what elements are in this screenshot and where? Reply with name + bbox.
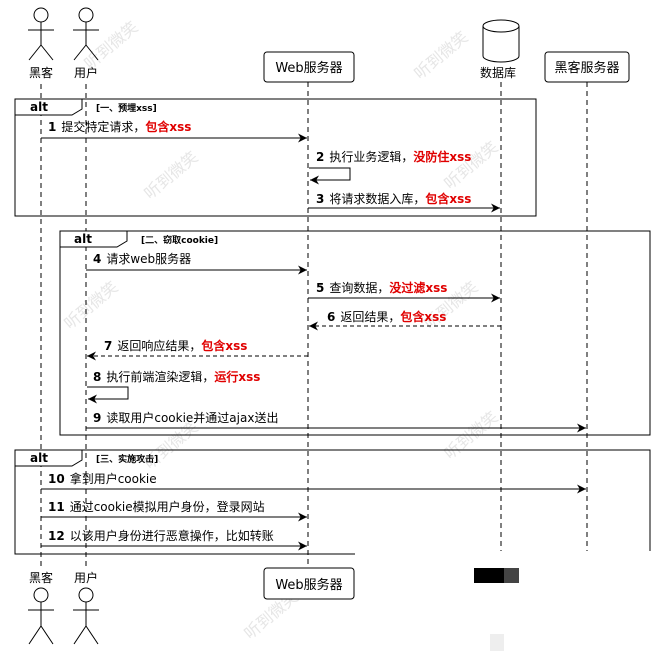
watermark: 听到微笑	[80, 17, 141, 73]
alt-frame-2: alt [二、窃取cookie]	[59, 230, 651, 436]
watermark: 听到微笑	[440, 137, 501, 193]
participant-db-label: 数据库	[480, 65, 516, 80]
frame-tag: alt	[30, 451, 48, 465]
participant-web-top: Web服务器	[263, 51, 355, 83]
actor-hacker-label: 黑客	[29, 65, 53, 80]
actor-hacker-bottom	[28, 587, 54, 645]
database-icon: 数据库	[480, 19, 520, 80]
watermark: 听到微笑	[140, 147, 201, 203]
participant-web-label-bottom: Web服务器	[275, 577, 342, 593]
participant-web-bottom: Web服务器	[263, 567, 355, 600]
frame-guard: [一、预埋xss]	[96, 102, 157, 114]
frame-guard: [三、实施攻击]	[96, 453, 158, 465]
redaction-block	[504, 568, 519, 583]
actor-hacker-top: 黑客	[28, 7, 54, 80]
actor-user-bottom	[73, 587, 99, 645]
watermark: 听到微笑	[60, 277, 121, 333]
participant-hacker-server-label: 黑客服务器	[554, 60, 619, 76]
frame-tag: alt	[30, 100, 48, 114]
frame-guard: [二、窃取cookie]	[141, 234, 218, 246]
actor-hacker-label-bottom: 黑客	[29, 570, 53, 585]
participant-hacker-server-top: 黑客服务器	[544, 51, 630, 83]
actor-user-label: 用户	[74, 65, 98, 80]
actor-user-top: 用户	[73, 7, 99, 80]
alt-frame-3: alt [三、实施攻击]	[14, 449, 651, 555]
frame-tag: alt	[74, 232, 92, 246]
watermark: 听到微笑	[410, 27, 471, 83]
redaction-block	[474, 568, 504, 583]
participant-web-label: Web服务器	[275, 60, 342, 76]
lifelines	[40, 82, 588, 568]
alt-frame-1: alt [一、预埋xss]	[14, 98, 537, 217]
cropped-area	[355, 551, 654, 651]
actor-user-label-bottom: 用户	[74, 570, 98, 585]
redaction-block	[490, 634, 504, 651]
